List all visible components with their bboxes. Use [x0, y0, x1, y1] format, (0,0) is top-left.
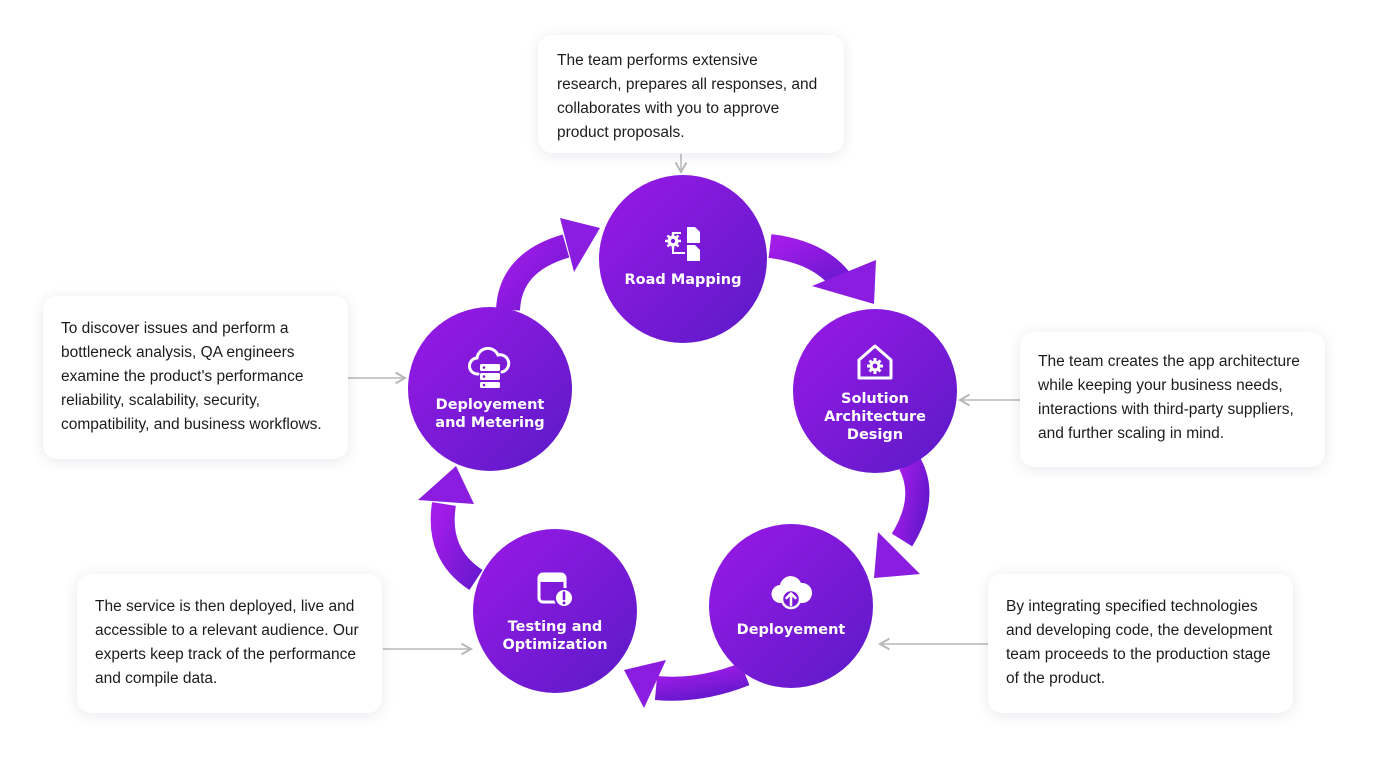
cloud-upload-icon: [771, 576, 813, 610]
cycle-arrow-solution-to-deployement: [874, 458, 930, 578]
stage-node-testing-and-optimization: Testing and Optimization: [475, 556, 635, 666]
description-card-deployement-and-metering: To discover issues and perform a bottlen…: [43, 296, 348, 459]
stage-node-solution-architecture-design: Solution Architecture Design: [795, 330, 955, 454]
stage-node-road-mapping: Road Mapping: [603, 190, 763, 320]
cycle-arrow-metering-to-road: [496, 218, 600, 312]
description-card-road-mapping: The team performs extensive research, pr…: [538, 35, 844, 153]
stage-circle-testing-and-optimization: [473, 529, 637, 693]
description-text: The team performs extensive research, pr…: [557, 52, 818, 141]
description-text: To discover issues and perform a bottlen…: [61, 320, 322, 433]
description-card-testing-and-optimization: The service is then deployed, live and a…: [77, 574, 382, 713]
stage-label: Deployement: [736, 622, 846, 638]
description-card-deployement: By integrating specified technologies an…: [988, 574, 1293, 713]
stage-label: Testing and Optimization: [502, 619, 608, 653]
cycle-arrow-testing-to-metering: [418, 466, 483, 591]
stage-label: Deployement and Metering: [435, 397, 545, 431]
description-text: By integrating specified technologies an…: [1006, 598, 1273, 687]
description-text: The service is then deployed, live and a…: [95, 598, 359, 687]
gear-documents-icon: [665, 227, 700, 261]
description-text: The team creates the app architecture wh…: [1038, 353, 1300, 442]
cycle-arrow-road-to-solution: [768, 234, 876, 304]
cycle-arrow-deployement-to-testing: [624, 660, 750, 708]
stage-circle-deployement-and-metering: [408, 307, 572, 471]
stage-node-deployement: Deployement: [711, 560, 871, 650]
stage-node-deployement-and-metering: Deployement and Metering: [410, 334, 570, 444]
house-gear-icon: [857, 344, 893, 380]
cloud-server-icon: [468, 346, 511, 388]
stage-circle-solution-architecture-design: [793, 309, 957, 473]
calendar-alert-icon: [537, 572, 574, 608]
stage-label: Solution Architecture Design: [824, 391, 926, 443]
description-card-solution-architecture-design: The team creates the app architecture wh…: [1020, 332, 1325, 467]
stage-label: Road Mapping: [624, 272, 742, 288]
stage-circle-road-mapping: [599, 175, 767, 343]
